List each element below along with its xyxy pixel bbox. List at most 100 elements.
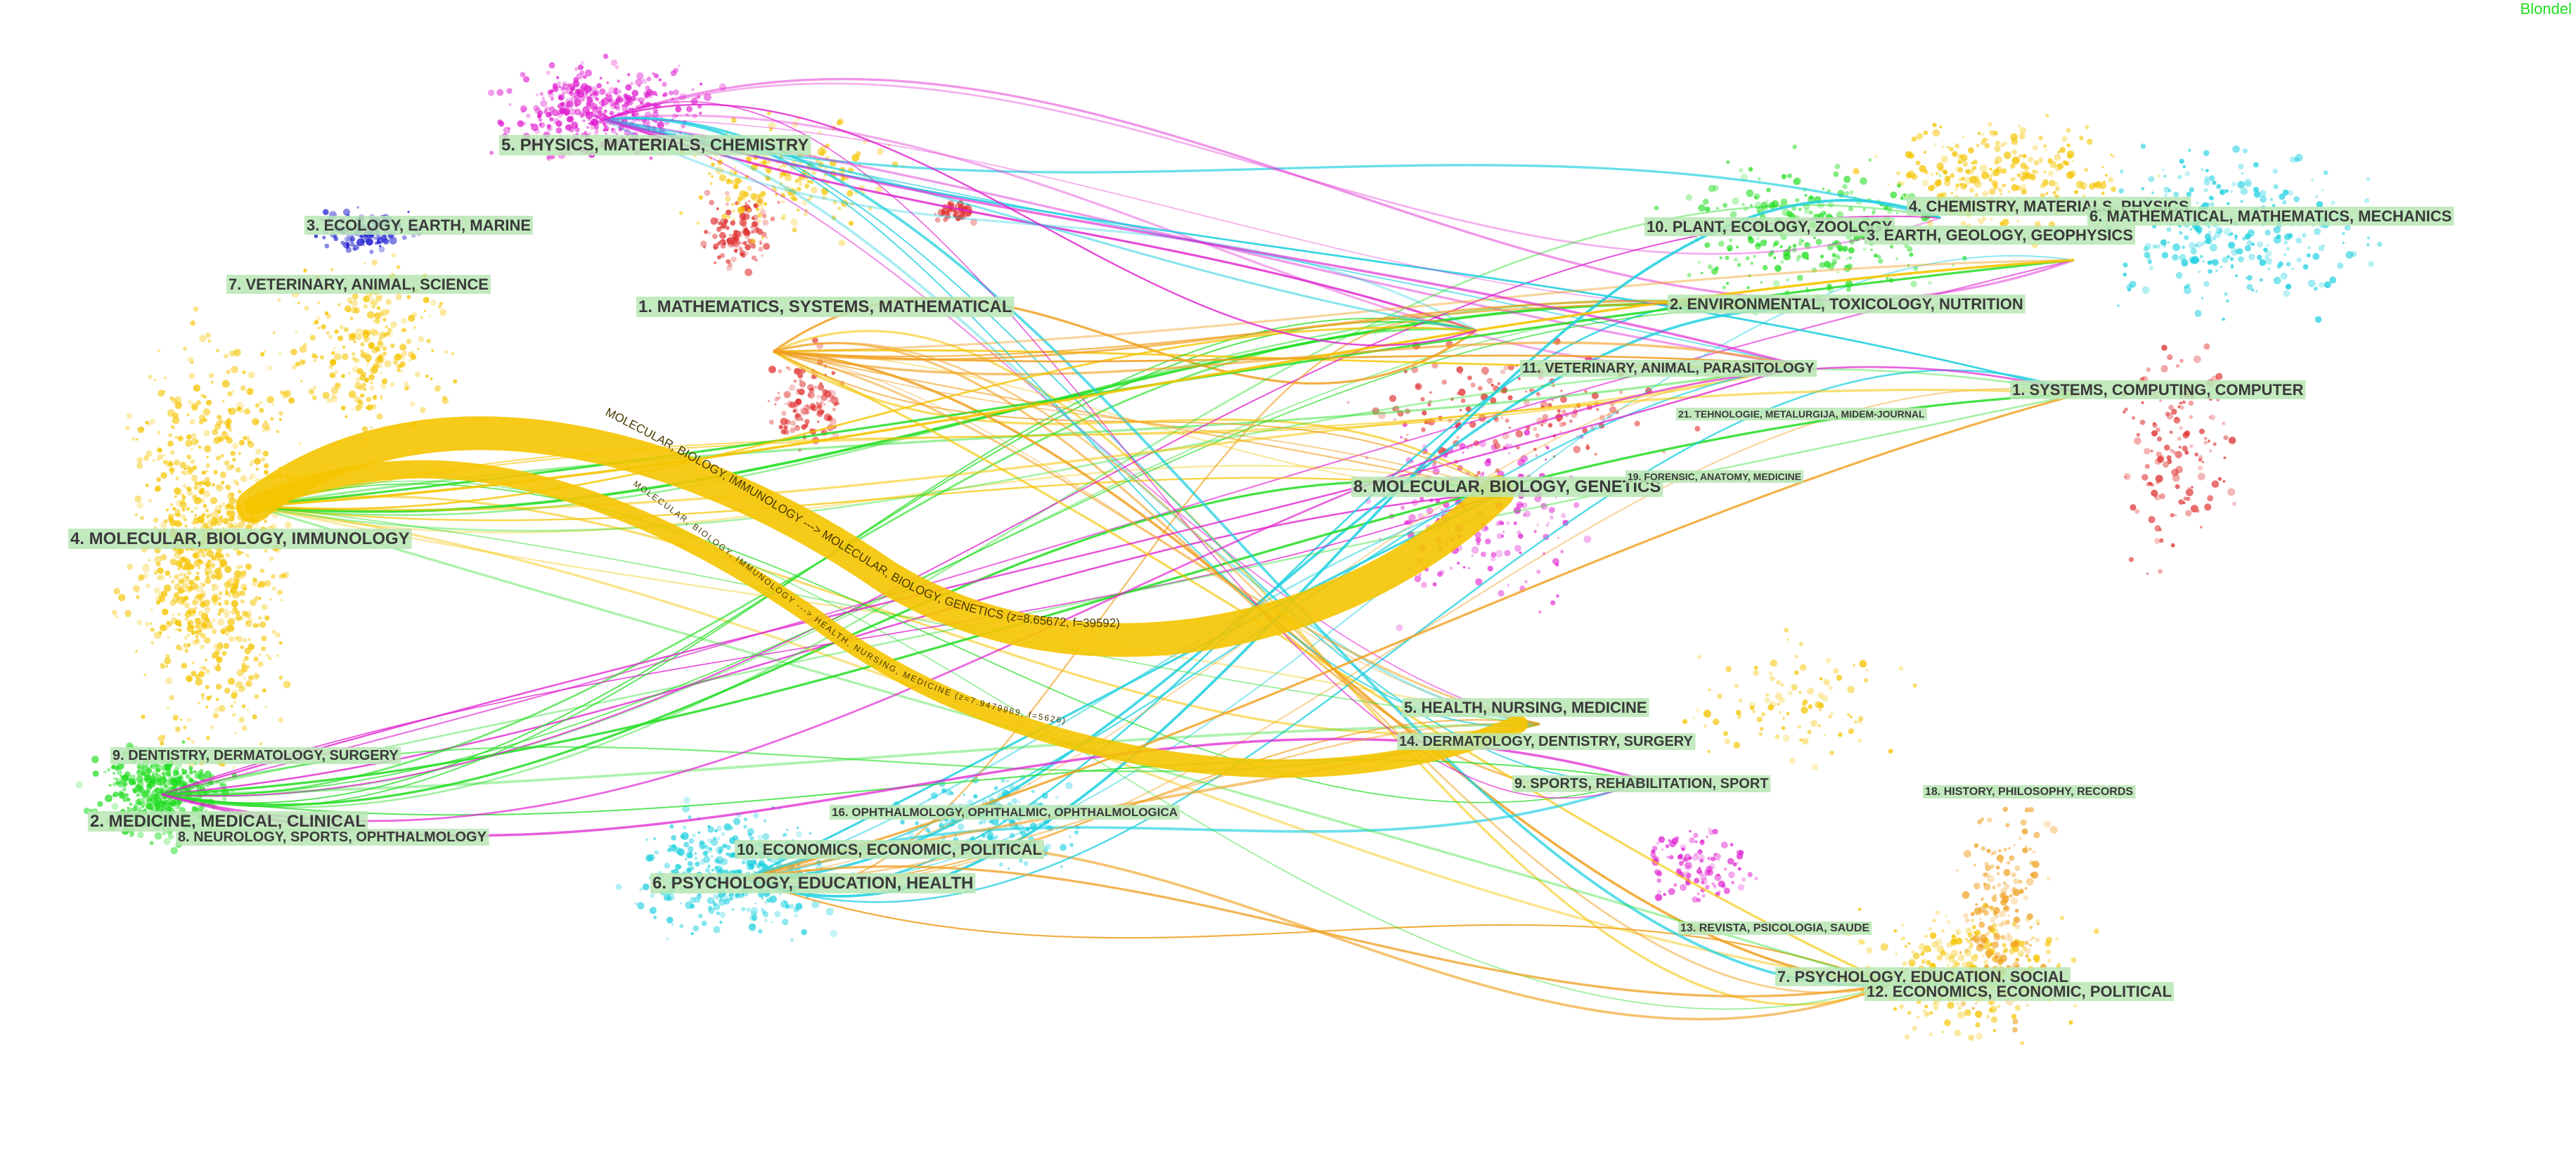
cloud-point <box>2002 949 2007 955</box>
cloud-point <box>830 929 838 938</box>
cloud-point <box>1820 254 1824 259</box>
cloud-point <box>778 425 783 429</box>
cloud-point <box>2047 158 2053 164</box>
cloud-point <box>369 328 377 335</box>
cloud-point <box>1798 238 1803 243</box>
cloud-point <box>745 202 747 205</box>
cloud-point <box>2163 174 2167 178</box>
cloud-point <box>718 221 722 226</box>
cloud-point <box>2117 304 2120 307</box>
cloud-point <box>716 207 719 210</box>
cloud-point <box>1862 247 1867 252</box>
cloud-point <box>157 735 165 742</box>
cloud-point <box>183 643 186 646</box>
cloud-point <box>1547 422 1553 428</box>
cloud-point <box>2223 435 2229 441</box>
cloud-point <box>2010 177 2013 180</box>
cloud-point <box>162 460 168 465</box>
cloud-point <box>2156 436 2163 442</box>
cloud-point <box>723 235 727 238</box>
cloud-point <box>1857 907 1862 911</box>
cloud-point <box>1007 867 1010 870</box>
cloud-point <box>837 207 842 210</box>
cloud-point <box>733 184 738 189</box>
cloud-point <box>1455 436 1460 439</box>
cloud-point <box>110 765 115 770</box>
cloud-point <box>2123 473 2131 480</box>
cloud-point <box>156 458 160 461</box>
cloud-point <box>573 91 581 99</box>
cloud-point <box>624 101 629 108</box>
cloud-point <box>205 332 211 338</box>
cloud-point <box>685 834 689 838</box>
cloud-point <box>182 470 187 476</box>
cloud-point <box>1514 545 1521 552</box>
cloud-point <box>774 910 781 918</box>
cloud-point <box>2170 448 2174 453</box>
cloud-point <box>369 250 374 254</box>
cloud-point <box>200 552 207 558</box>
cloud-point <box>387 328 391 331</box>
cloud-point <box>354 382 362 389</box>
cloud-point <box>183 602 191 609</box>
cloud-point <box>334 370 339 375</box>
cloud-point <box>1874 155 1878 159</box>
cloud-point <box>581 112 585 117</box>
cloud-point <box>523 76 530 83</box>
cloud-point <box>232 506 236 510</box>
cloud-point <box>363 304 368 309</box>
cloud-point <box>603 53 609 59</box>
cloud-point <box>782 918 789 926</box>
cloud-point <box>723 823 731 831</box>
cloud-point <box>2161 344 2168 351</box>
cloud-point <box>2230 190 2233 193</box>
cloud-point <box>2123 272 2127 277</box>
cloud-point <box>1745 256 1750 261</box>
cloud-point <box>245 620 252 628</box>
cloud-point <box>2227 241 2236 249</box>
cloud-point <box>330 386 339 394</box>
cloud-point <box>258 616 262 620</box>
cloud-point <box>1999 221 2004 226</box>
cloud-point <box>204 567 212 574</box>
cloud-point <box>168 774 172 777</box>
cloud-point <box>603 122 608 127</box>
cloud-point <box>177 587 184 594</box>
cloud-point <box>366 363 369 367</box>
cloud-point <box>817 384 825 391</box>
cloud-point <box>605 128 609 132</box>
cloud-point <box>757 219 761 223</box>
cloud-point <box>1569 419 1573 423</box>
cloud-point <box>151 789 159 797</box>
cloud-point <box>1975 1010 1983 1019</box>
cloud-point <box>186 774 191 779</box>
cloud-point <box>2307 246 2311 250</box>
cloud-point <box>695 861 700 867</box>
cloud-point <box>211 654 215 659</box>
cloud-point <box>746 186 753 192</box>
cloud-point <box>2208 269 2213 274</box>
cloud-point <box>2019 127 2027 134</box>
cloud-point <box>277 716 284 723</box>
cloud-point <box>349 238 355 243</box>
cloud-point <box>167 409 175 418</box>
cloud-point <box>1460 408 1462 412</box>
cloud-point <box>179 461 187 469</box>
cloud-point <box>1467 567 1470 569</box>
cloud-point <box>707 865 711 868</box>
cloud-point <box>428 314 431 317</box>
algorithm-label: Blondel <box>2520 0 2572 18</box>
cloud-point <box>141 714 146 719</box>
cloud-point <box>205 480 212 487</box>
cloud-point <box>1938 174 1942 177</box>
cloud-point <box>1929 172 1934 176</box>
cloud-point <box>610 59 618 66</box>
cloud-point <box>2256 254 2262 261</box>
cloud-point <box>1779 245 1783 249</box>
cloud-point <box>701 920 707 926</box>
cloud-point <box>1798 207 1802 212</box>
cloud-point <box>1753 254 1756 258</box>
cloud-point <box>597 110 603 115</box>
cloud-point <box>2259 190 2267 198</box>
cloud-point <box>637 902 645 910</box>
